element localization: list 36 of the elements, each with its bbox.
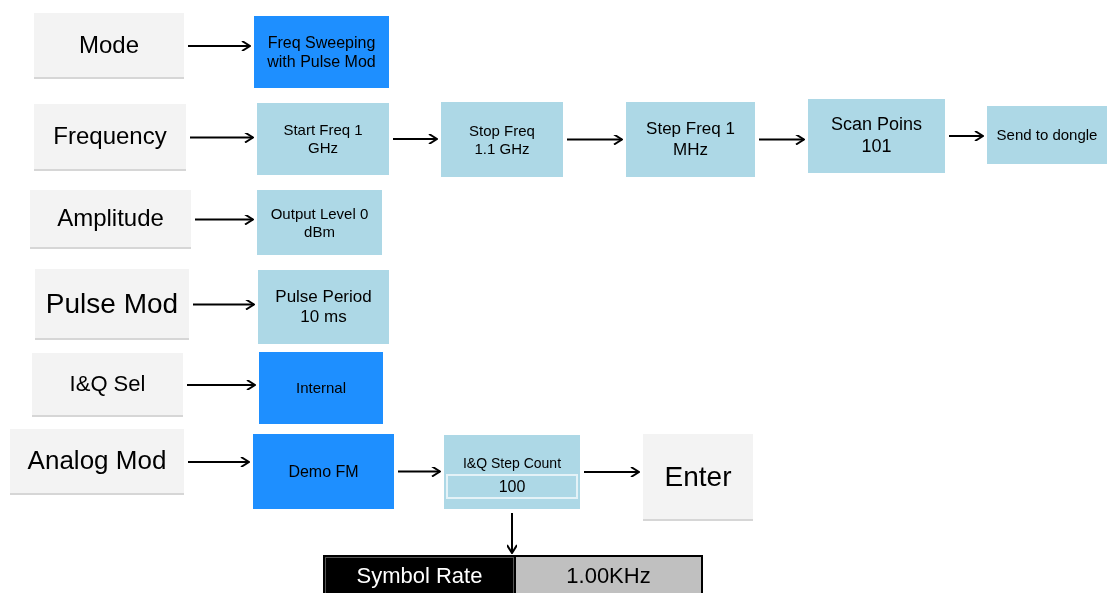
arrow <box>192 298 255 311</box>
arrow <box>189 131 254 144</box>
input-panel <box>444 435 580 509</box>
arrow <box>506 512 518 554</box>
arrow <box>187 40 251 52</box>
parameter-box: Send to dongle <box>987 106 1107 164</box>
arrow <box>194 213 254 226</box>
field-label: I&Q Step Count <box>462 455 562 472</box>
parameter-box: Step Freq 1 MHz <box>626 102 755 177</box>
arrow <box>948 130 984 142</box>
arrow <box>392 133 438 145</box>
arrow <box>397 465 441 478</box>
selected-option-box: Internal <box>259 352 383 424</box>
readout-value: 1.00KHz <box>516 557 701 593</box>
arrow <box>583 466 640 478</box>
arrow <box>566 133 623 146</box>
selected-option-box: Freq Sweeping with Pulse Mod <box>254 16 389 88</box>
menu-key: Pulse Mod <box>35 269 189 340</box>
value-field: 100 <box>446 473 578 499</box>
menu-key: Frequency <box>34 104 186 171</box>
arrow <box>187 456 250 468</box>
parameter-box: Stop Freq 1.1 GHz <box>441 102 563 177</box>
menu-key: Analog Mod <box>10 429 184 495</box>
menu-key: I&Q Sel <box>32 353 183 417</box>
menu-key: Enter <box>643 434 753 521</box>
menu-key: Mode <box>34 13 184 79</box>
selected-option-box: Demo FM <box>253 434 394 509</box>
parameter-box: Scan Poins 101 <box>808 99 945 173</box>
menu-key: Amplitude <box>30 190 191 249</box>
readout-label: Symbol Rate <box>325 557 514 593</box>
arrow <box>758 133 805 146</box>
arrow <box>186 379 256 391</box>
parameter-box: Pulse Period 10 ms <box>258 270 389 344</box>
parameter-box: Output Level 0 dBm <box>257 190 382 255</box>
parameter-box: Start Freq 1 GHz <box>257 103 389 175</box>
readout-bar <box>323 555 703 593</box>
